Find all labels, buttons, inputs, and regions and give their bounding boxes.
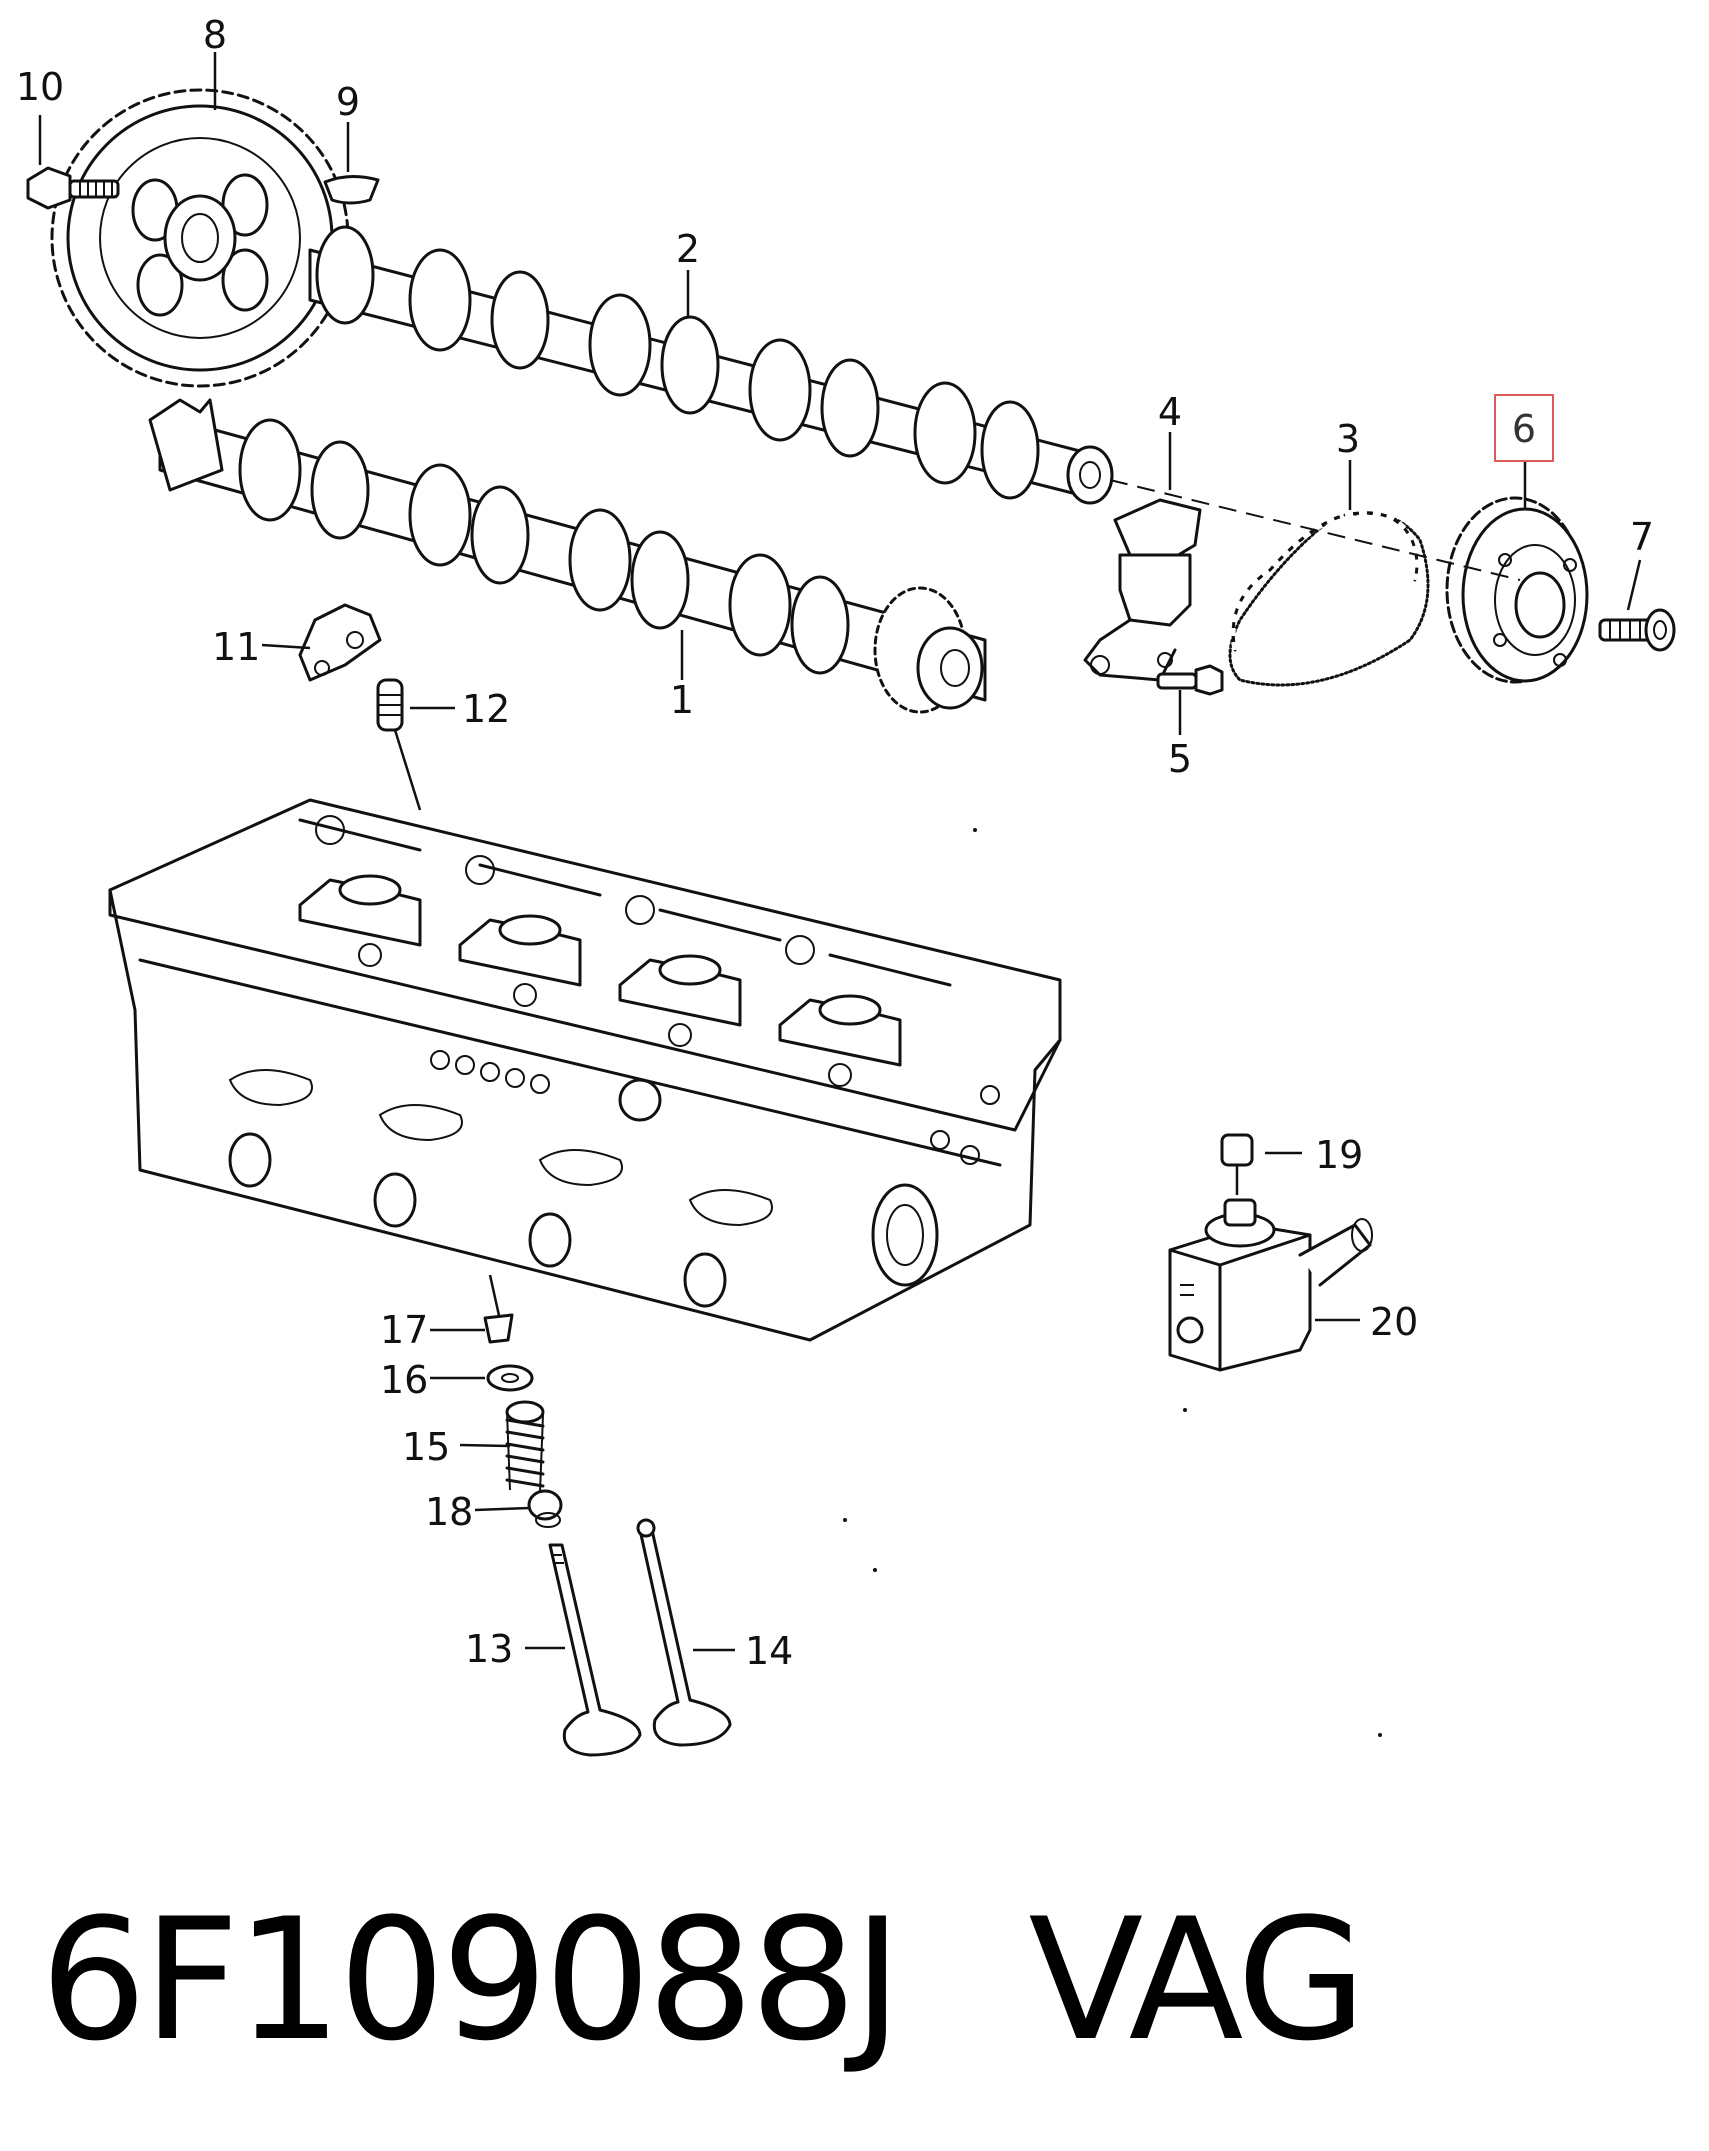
woodruff-key-drawing <box>323 175 380 205</box>
spring-retainer-drawing <box>486 1364 534 1392</box>
callout-4: 4 <box>1158 390 1182 434</box>
timing-chain-drawing <box>1228 510 1430 687</box>
stray-dot <box>843 1518 847 1522</box>
camshaft-sprocket-drawing <box>50 88 350 388</box>
callout-16: 16 <box>380 1358 428 1402</box>
axis-line-upper <box>1109 479 1521 581</box>
lifter-axis-line <box>393 729 422 811</box>
part-number-caption: 6F109088J VAG <box>40 1880 1660 2080</box>
stray-dot <box>1183 1408 1187 1412</box>
callout-3: 3 <box>1336 417 1360 461</box>
callout-18: 18 <box>425 1490 473 1534</box>
part-number: 6F109088J <box>40 1882 902 2078</box>
upper-camshaft-drawing <box>308 225 1114 505</box>
highlight-box-6 <box>1494 394 1554 462</box>
adjuster-bolt-drawing <box>1598 608 1676 652</box>
callout-7: 7 <box>1630 515 1654 559</box>
exhaust-valve-drawing <box>636 1518 732 1747</box>
callout-15: 15 <box>402 1425 450 1469</box>
pump-tappet-drawing <box>1220 1133 1254 1195</box>
callout-20: 20 <box>1370 1300 1418 1344</box>
valve-cotter-drawing <box>483 1313 514 1344</box>
rocker-arm-drawing <box>298 603 382 682</box>
callout-8: 8 <box>203 13 227 57</box>
sprocket-bolt-drawing <box>26 166 120 210</box>
lower-camshaft-drawing <box>148 398 987 714</box>
callout-17: 17 <box>380 1308 428 1352</box>
callout-14: 14 <box>745 1629 793 1673</box>
valve-spring-drawing <box>505 1400 545 1493</box>
callout-13: 13 <box>465 1627 513 1671</box>
hydraulic-lifter-drawing <box>376 678 404 732</box>
tensioner-bolt-drawing <box>1156 664 1224 696</box>
callout-9: 9 <box>336 80 360 124</box>
callout-11: 11 <box>212 625 260 669</box>
chain-tensioner-drawing <box>1083 498 1202 682</box>
callout-12: 12 <box>462 687 510 731</box>
cylinder-head-drawing <box>108 798 1062 1342</box>
valve-axis-line <box>488 1274 502 1321</box>
brand-name: VAG <box>1028 1882 1366 2078</box>
stray-dot <box>1378 1733 1382 1737</box>
callout-1: 1 <box>670 678 694 722</box>
leader-lines <box>38 52 1642 1652</box>
callout-6: 6 <box>1512 407 1536 451</box>
high-pressure-pump-drawing <box>1168 1198 1373 1372</box>
stray-dot <box>973 828 977 832</box>
stray-dot <box>873 1568 877 1572</box>
callout-10: 10 <box>16 65 64 109</box>
callout-19: 19 <box>1315 1133 1363 1177</box>
callout-5: 5 <box>1168 737 1192 781</box>
intake-valve-drawing <box>548 1543 642 1757</box>
valve-stem-seal-drawing <box>527 1489 563 1528</box>
camshaft-adjuster-drawing <box>1445 496 1589 684</box>
callout-2: 2 <box>676 227 700 271</box>
